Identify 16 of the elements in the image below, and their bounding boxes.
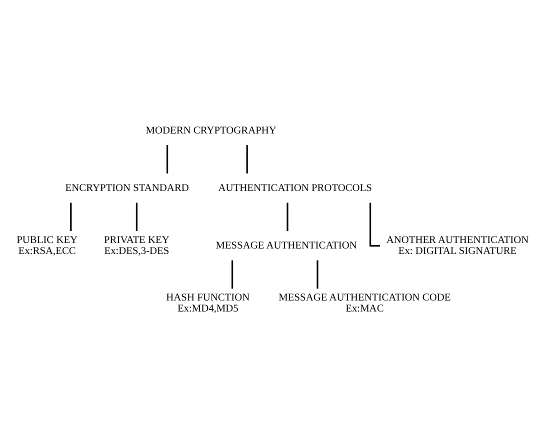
node-text: MESSAGE AUTHENTICATION CODE Ex:MAC: [278, 292, 451, 315]
connector: [136, 202, 138, 232]
node-text: ANOTHER AUTHENTICATION Ex: DIGITAL SIGNATURE: [386, 234, 529, 258]
connector: [286, 202, 288, 232]
connector: [232, 260, 234, 289]
node-text: MODERN CRYPTOGRAPHY: [146, 125, 276, 136]
node-text: MESSAGE AUTHENTICATION: [216, 240, 357, 252]
node-text: PRIVATE KEY Ex:DES,3-DES: [104, 234, 170, 258]
connector: [316, 260, 318, 289]
node-text: AUTHENTICATION PROTOCOLS: [218, 182, 372, 194]
node-text: HASH FUNCTION Ex:MD4,MD5: [166, 292, 250, 315]
node-text: ENCRYPTION STANDARD: [65, 182, 189, 194]
node-text: PUBLIC KEY Ex:RSA,ECC: [16, 234, 78, 258]
connector: [166, 145, 168, 174]
connector: [70, 202, 72, 232]
connector: [246, 145, 248, 174]
